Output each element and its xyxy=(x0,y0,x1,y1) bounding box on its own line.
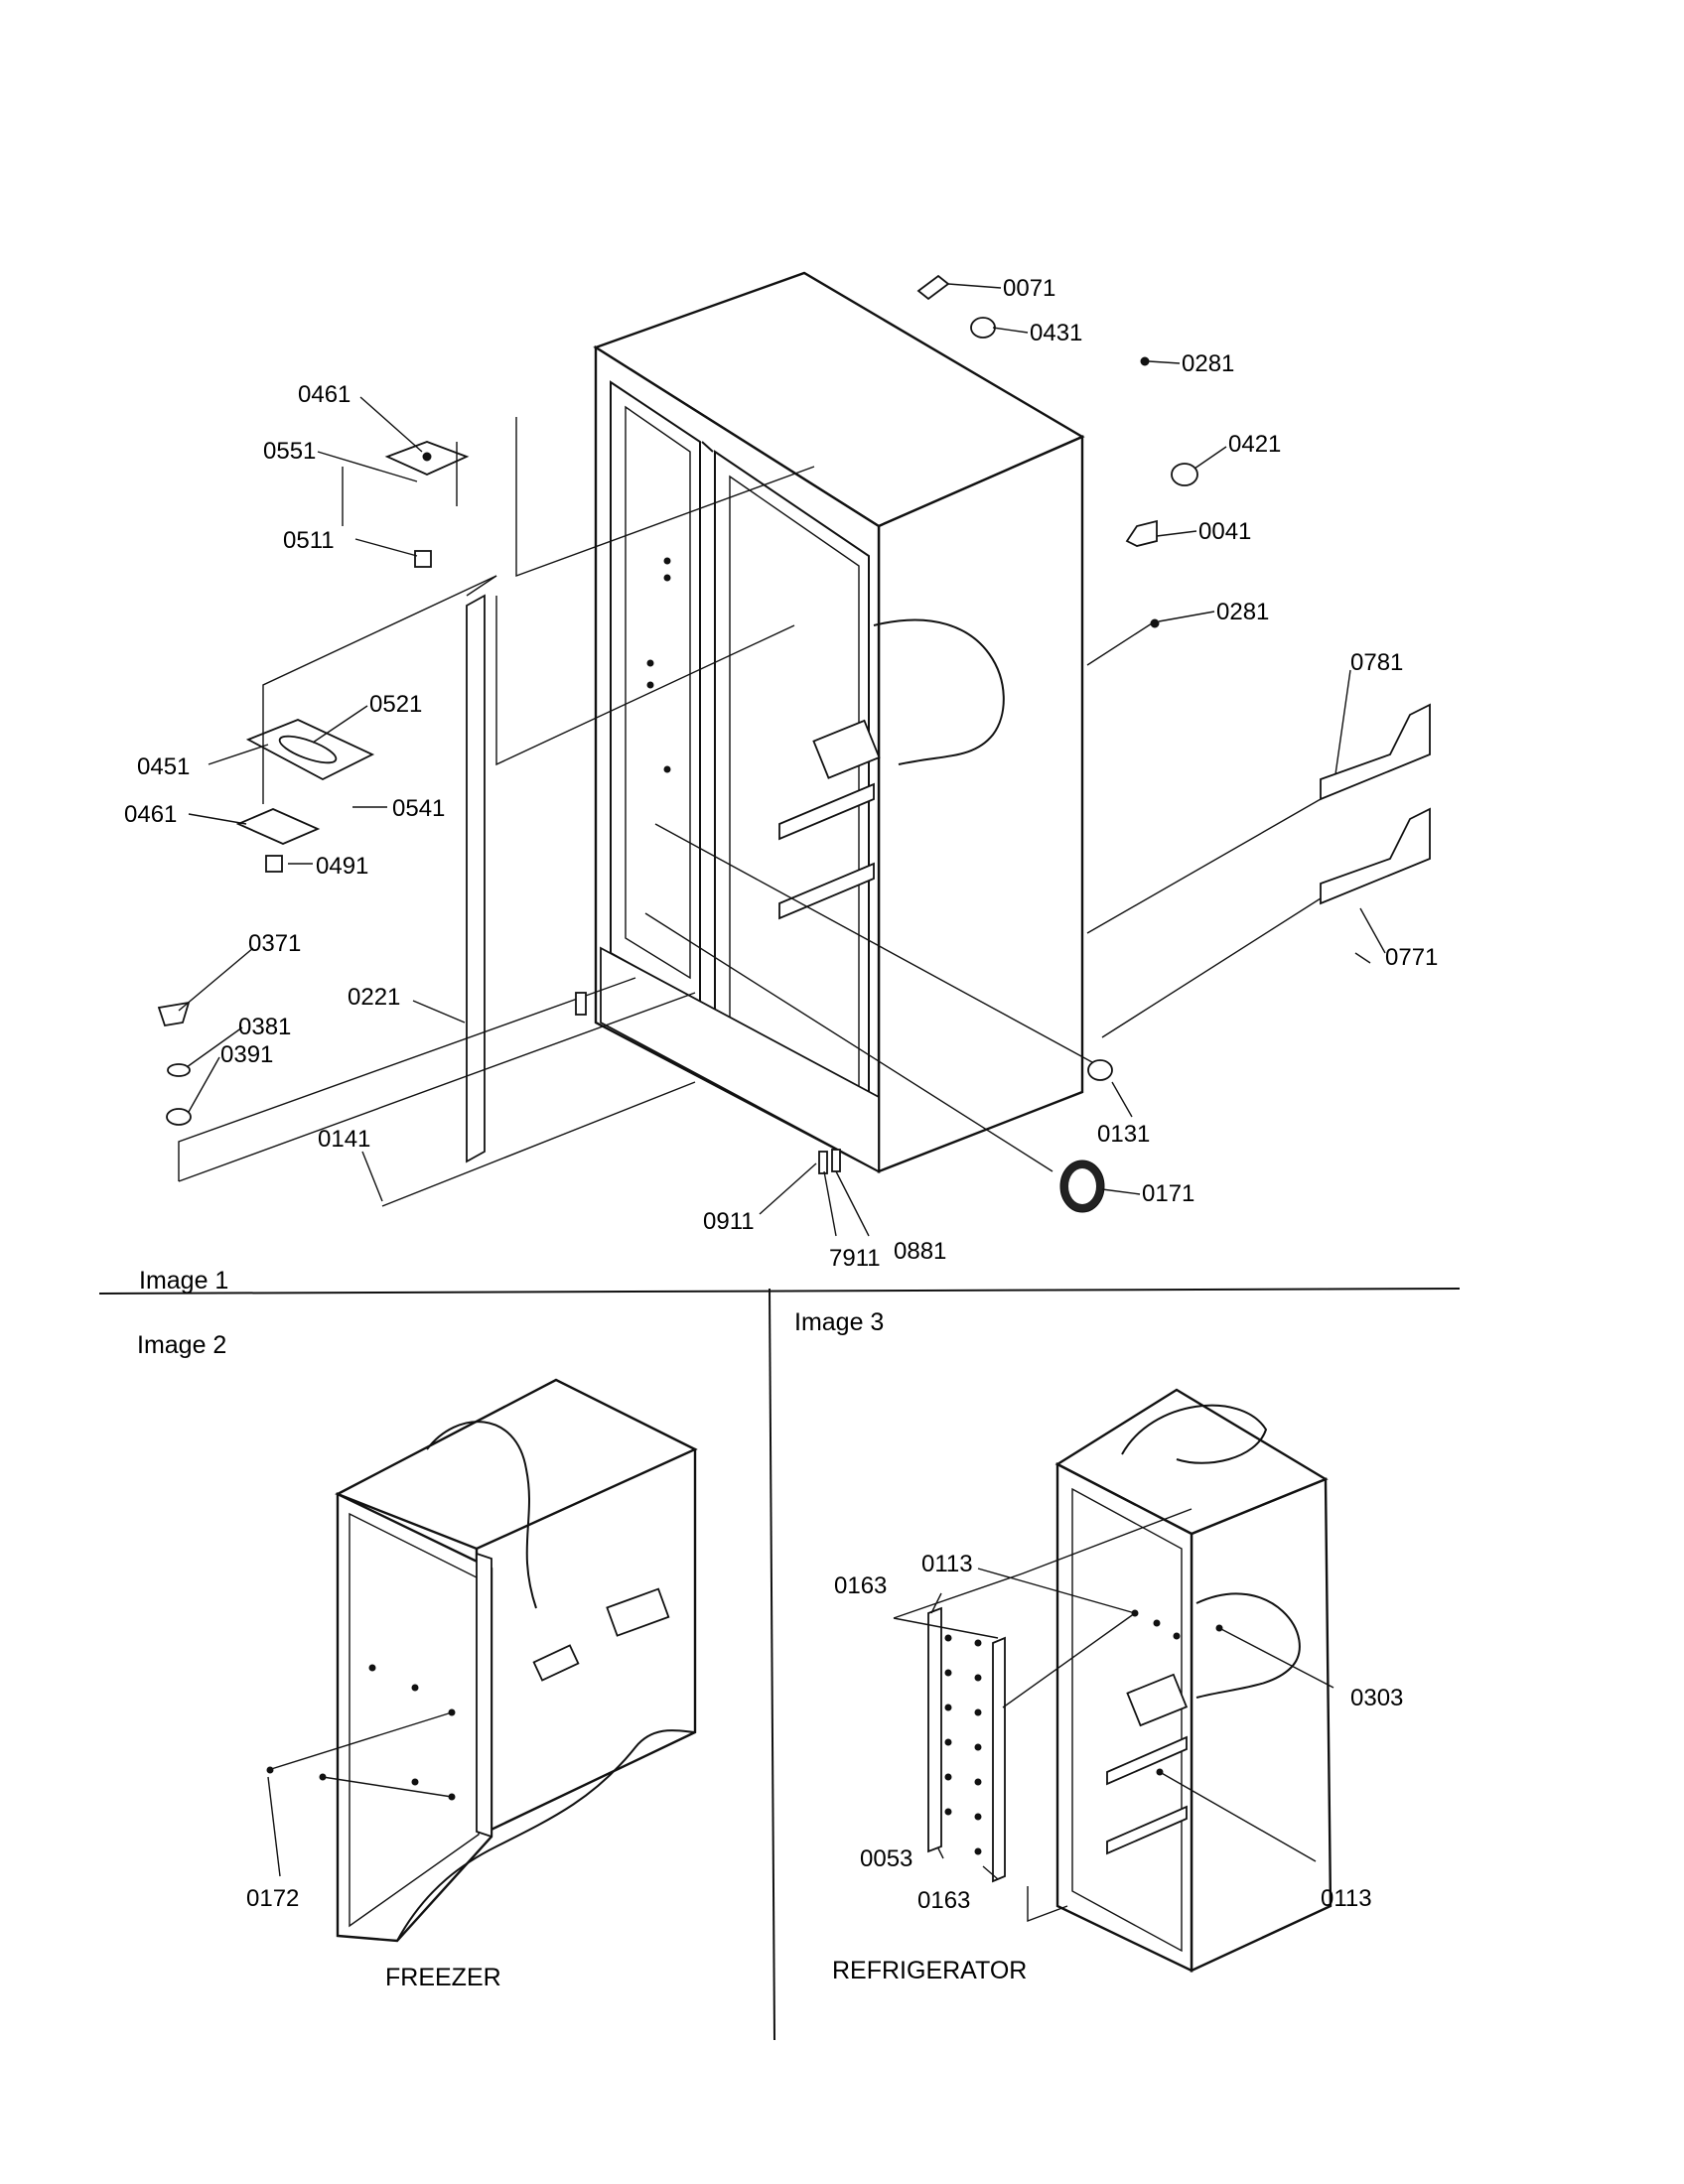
leader-lines-image1 xyxy=(178,283,1386,1237)
section-captions: Image 1 Image 2 Image 3 FREEZER REFRIGER… xyxy=(137,1267,1027,1991)
clip-7911 xyxy=(831,1149,841,1172)
caption-image3: Image 3 xyxy=(794,1308,884,1336)
image3-refrigerator-view xyxy=(893,1388,1333,1973)
bushing-0521 xyxy=(278,735,338,764)
tube-0041 xyxy=(1125,519,1158,547)
label-0881: 0881 xyxy=(894,1238,946,1265)
freezer-liner-edge xyxy=(476,1552,492,1839)
cabinet-screw-0071 xyxy=(916,274,950,301)
rail-0781 xyxy=(1320,703,1431,801)
rail-0163-left xyxy=(927,1606,942,1853)
label-0911: 0911 xyxy=(703,1208,755,1235)
refrigerator-control-housing xyxy=(1126,1673,1189,1727)
caption-freezer: FREEZER xyxy=(385,1964,501,1991)
label-0491: 0491 xyxy=(316,853,368,880)
cabinet-side xyxy=(877,435,1084,1173)
label-0511: 0511 xyxy=(283,527,335,554)
label-0281-top: 0281 xyxy=(1182,350,1234,377)
label-0461-top: 0461 xyxy=(298,381,351,408)
cabinet-base xyxy=(600,946,880,1173)
refrigerator-cabinet-side xyxy=(1190,1477,1333,1973)
label-0551: 0551 xyxy=(263,438,316,465)
refrigerator-shelf-support-upper xyxy=(1106,1735,1188,1786)
freezer-plate xyxy=(606,1587,670,1637)
label-0781: 0781 xyxy=(1350,649,1403,676)
label-0771: 0771 xyxy=(1385,944,1438,971)
label-0461-bottom: 0461 xyxy=(124,801,177,828)
plug-0431 xyxy=(970,317,996,339)
wire-harness xyxy=(873,618,1005,765)
label-0431: 0431 xyxy=(1030,320,1082,346)
refrigerator-wire-harness xyxy=(1195,1592,1301,1699)
plug-0131 xyxy=(1087,1059,1113,1081)
divider-vertical xyxy=(769,1288,775,2041)
label-0281-side: 0281 xyxy=(1216,599,1269,625)
refrigerator-shelf-support-lower xyxy=(1106,1805,1188,1855)
screw-0491 xyxy=(265,855,283,873)
image1-cabinet-view xyxy=(157,271,1431,1213)
panel-0221 xyxy=(466,594,486,1163)
freezer-bracket xyxy=(532,1644,580,1682)
label-0071: 0071 xyxy=(1003,275,1055,302)
label-0163-top: 0163 xyxy=(834,1572,887,1599)
screw-0281-top xyxy=(1140,356,1150,366)
label-0131: 0131 xyxy=(1097,1121,1150,1148)
control-housing xyxy=(812,719,881,779)
rail-screws-0053 xyxy=(944,1634,982,1855)
screw-0511 xyxy=(414,550,432,568)
part-labels: 0071 0431 0281 0421 0041 0281 0781 0771 … xyxy=(124,275,1438,1914)
label-0421: 0421 xyxy=(1228,431,1281,458)
caption-refrigerator: REFRIGERATOR xyxy=(832,1957,1027,1984)
caption-image1: Image 1 xyxy=(139,1267,228,1295)
label-0053: 0053 xyxy=(860,1845,912,1872)
label-0541: 0541 xyxy=(392,795,445,822)
freezer-cabinet-top xyxy=(335,1378,698,1551)
label-0172: 0172 xyxy=(246,1885,299,1912)
rail-0771 xyxy=(1320,807,1431,905)
refrigerator-tubing xyxy=(1121,1404,1268,1464)
label-0163-bottom: 0163 xyxy=(917,1887,970,1914)
label-0221: 0221 xyxy=(348,984,400,1011)
clip-0911 xyxy=(818,1151,828,1174)
shelf-support-upper xyxy=(778,782,875,841)
label-0521: 0521 xyxy=(369,691,422,718)
washer-0381 xyxy=(167,1063,191,1077)
freezer-tubing xyxy=(426,1421,537,1609)
hinge-plate-0461-bottom xyxy=(235,808,321,845)
label-0381: 0381 xyxy=(238,1014,291,1040)
clip-0881 xyxy=(575,992,587,1016)
label-0391: 0391 xyxy=(220,1041,273,1068)
label-0113-bottom: 0113 xyxy=(1321,1885,1372,1912)
spacer-0391 xyxy=(166,1108,192,1126)
label-0041: 0041 xyxy=(1198,518,1251,545)
rail-0163-right xyxy=(992,1636,1006,1883)
divider-horizontal xyxy=(98,1288,1461,1295)
leader-lines-image2-3 xyxy=(930,1568,1334,1880)
image2-freezer-view xyxy=(266,1378,698,1943)
label-7911: 7911 xyxy=(829,1245,881,1272)
refrigerator-door-frame xyxy=(1055,1462,1193,1973)
mounting-holes xyxy=(646,557,671,773)
screw-0281-side xyxy=(1150,618,1160,628)
label-0141: 0141 xyxy=(318,1126,370,1153)
label-0451: 0451 xyxy=(137,753,190,780)
label-0371: 0371 xyxy=(248,930,301,957)
label-0303: 0303 xyxy=(1350,1685,1403,1711)
label-0171: 0171 xyxy=(1142,1180,1194,1207)
label-0113-top: 0113 xyxy=(921,1551,973,1577)
plug-0421 xyxy=(1171,463,1198,486)
freezer-break-line xyxy=(396,1729,696,1942)
caption-image2: Image 2 xyxy=(137,1331,226,1359)
freezer-door-frame xyxy=(336,1492,493,1943)
